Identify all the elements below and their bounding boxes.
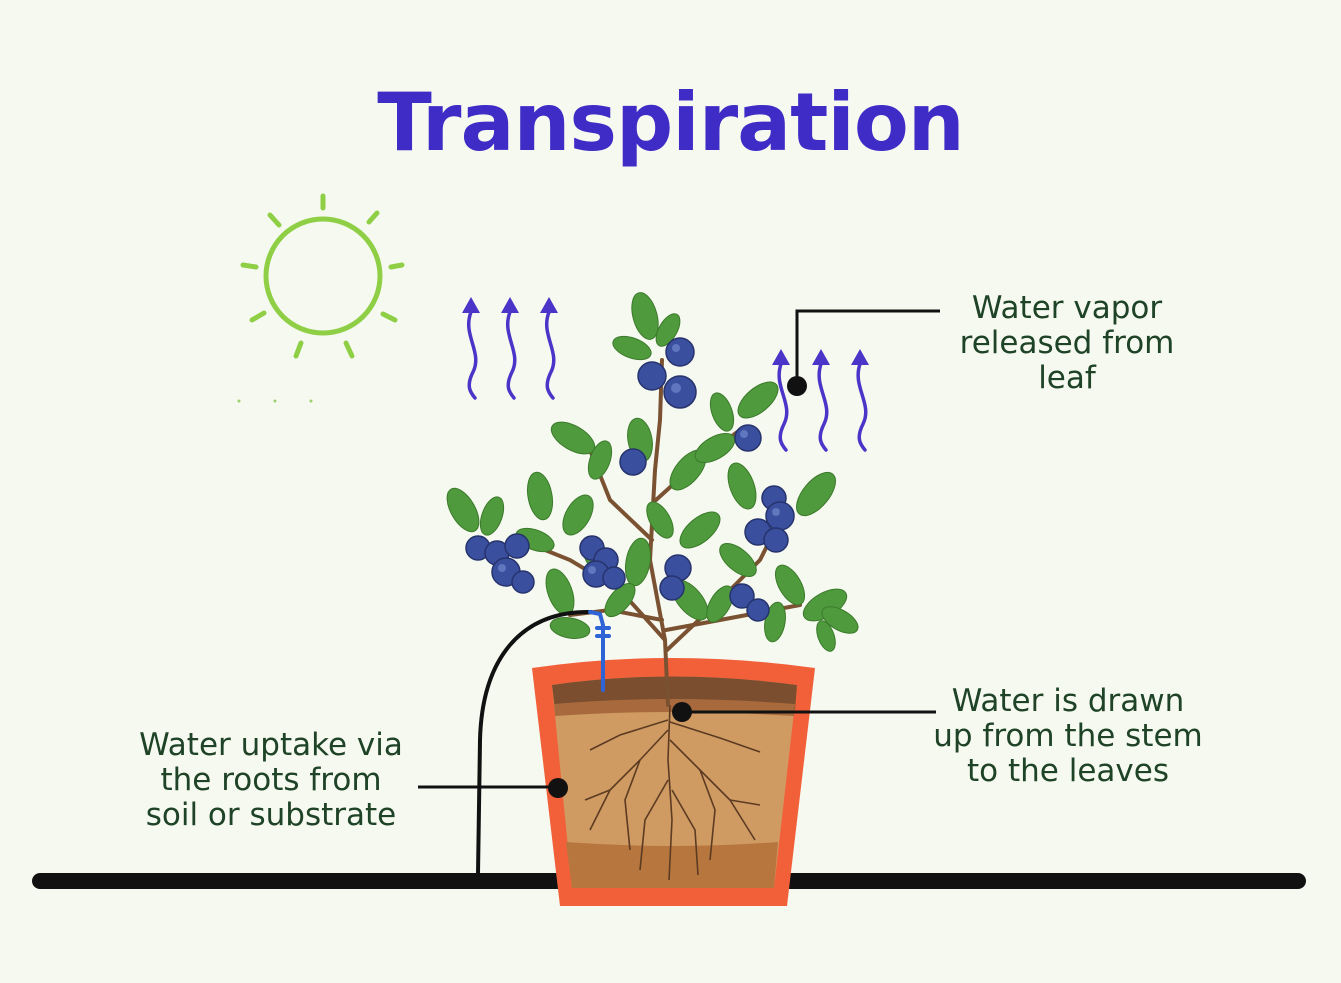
pot-icon (532, 658, 815, 906)
callout-uptake (418, 778, 568, 798)
drip-emitter-icon (588, 610, 611, 692)
label-uptake-text: Water uptake via the roots from soil or … (139, 727, 403, 833)
diagram-title: Transpiration (377, 76, 965, 169)
label-drawn-up: Water is drawn up from the stem to the l… (910, 684, 1226, 789)
blueberries (465, 337, 795, 622)
label-uptake: Water uptake via the roots from soil or … (118, 728, 424, 833)
drip-tube (476, 609, 593, 875)
vapor-arrows-right (777, 362, 868, 452)
label-drawn-up-text: Water is drawn up from the stem to the l… (933, 683, 1203, 789)
roots-icon (584, 704, 761, 881)
vapor-arrows-left (467, 310, 556, 400)
callout-drawn-up (672, 702, 936, 722)
leaves (446, 292, 859, 652)
vapor-arrowheads-right (772, 349, 869, 365)
callout-vapor (787, 309, 940, 396)
label-water-vapor: Water vapor released from leaf (930, 291, 1204, 396)
berry-highlights (498, 344, 780, 574)
decorative-dots (237, 399, 313, 403)
sun-icon (240, 193, 405, 359)
label-water-vapor-text: Water vapor released from leaf (959, 290, 1175, 396)
vapor-arrowheads-left (462, 297, 558, 313)
